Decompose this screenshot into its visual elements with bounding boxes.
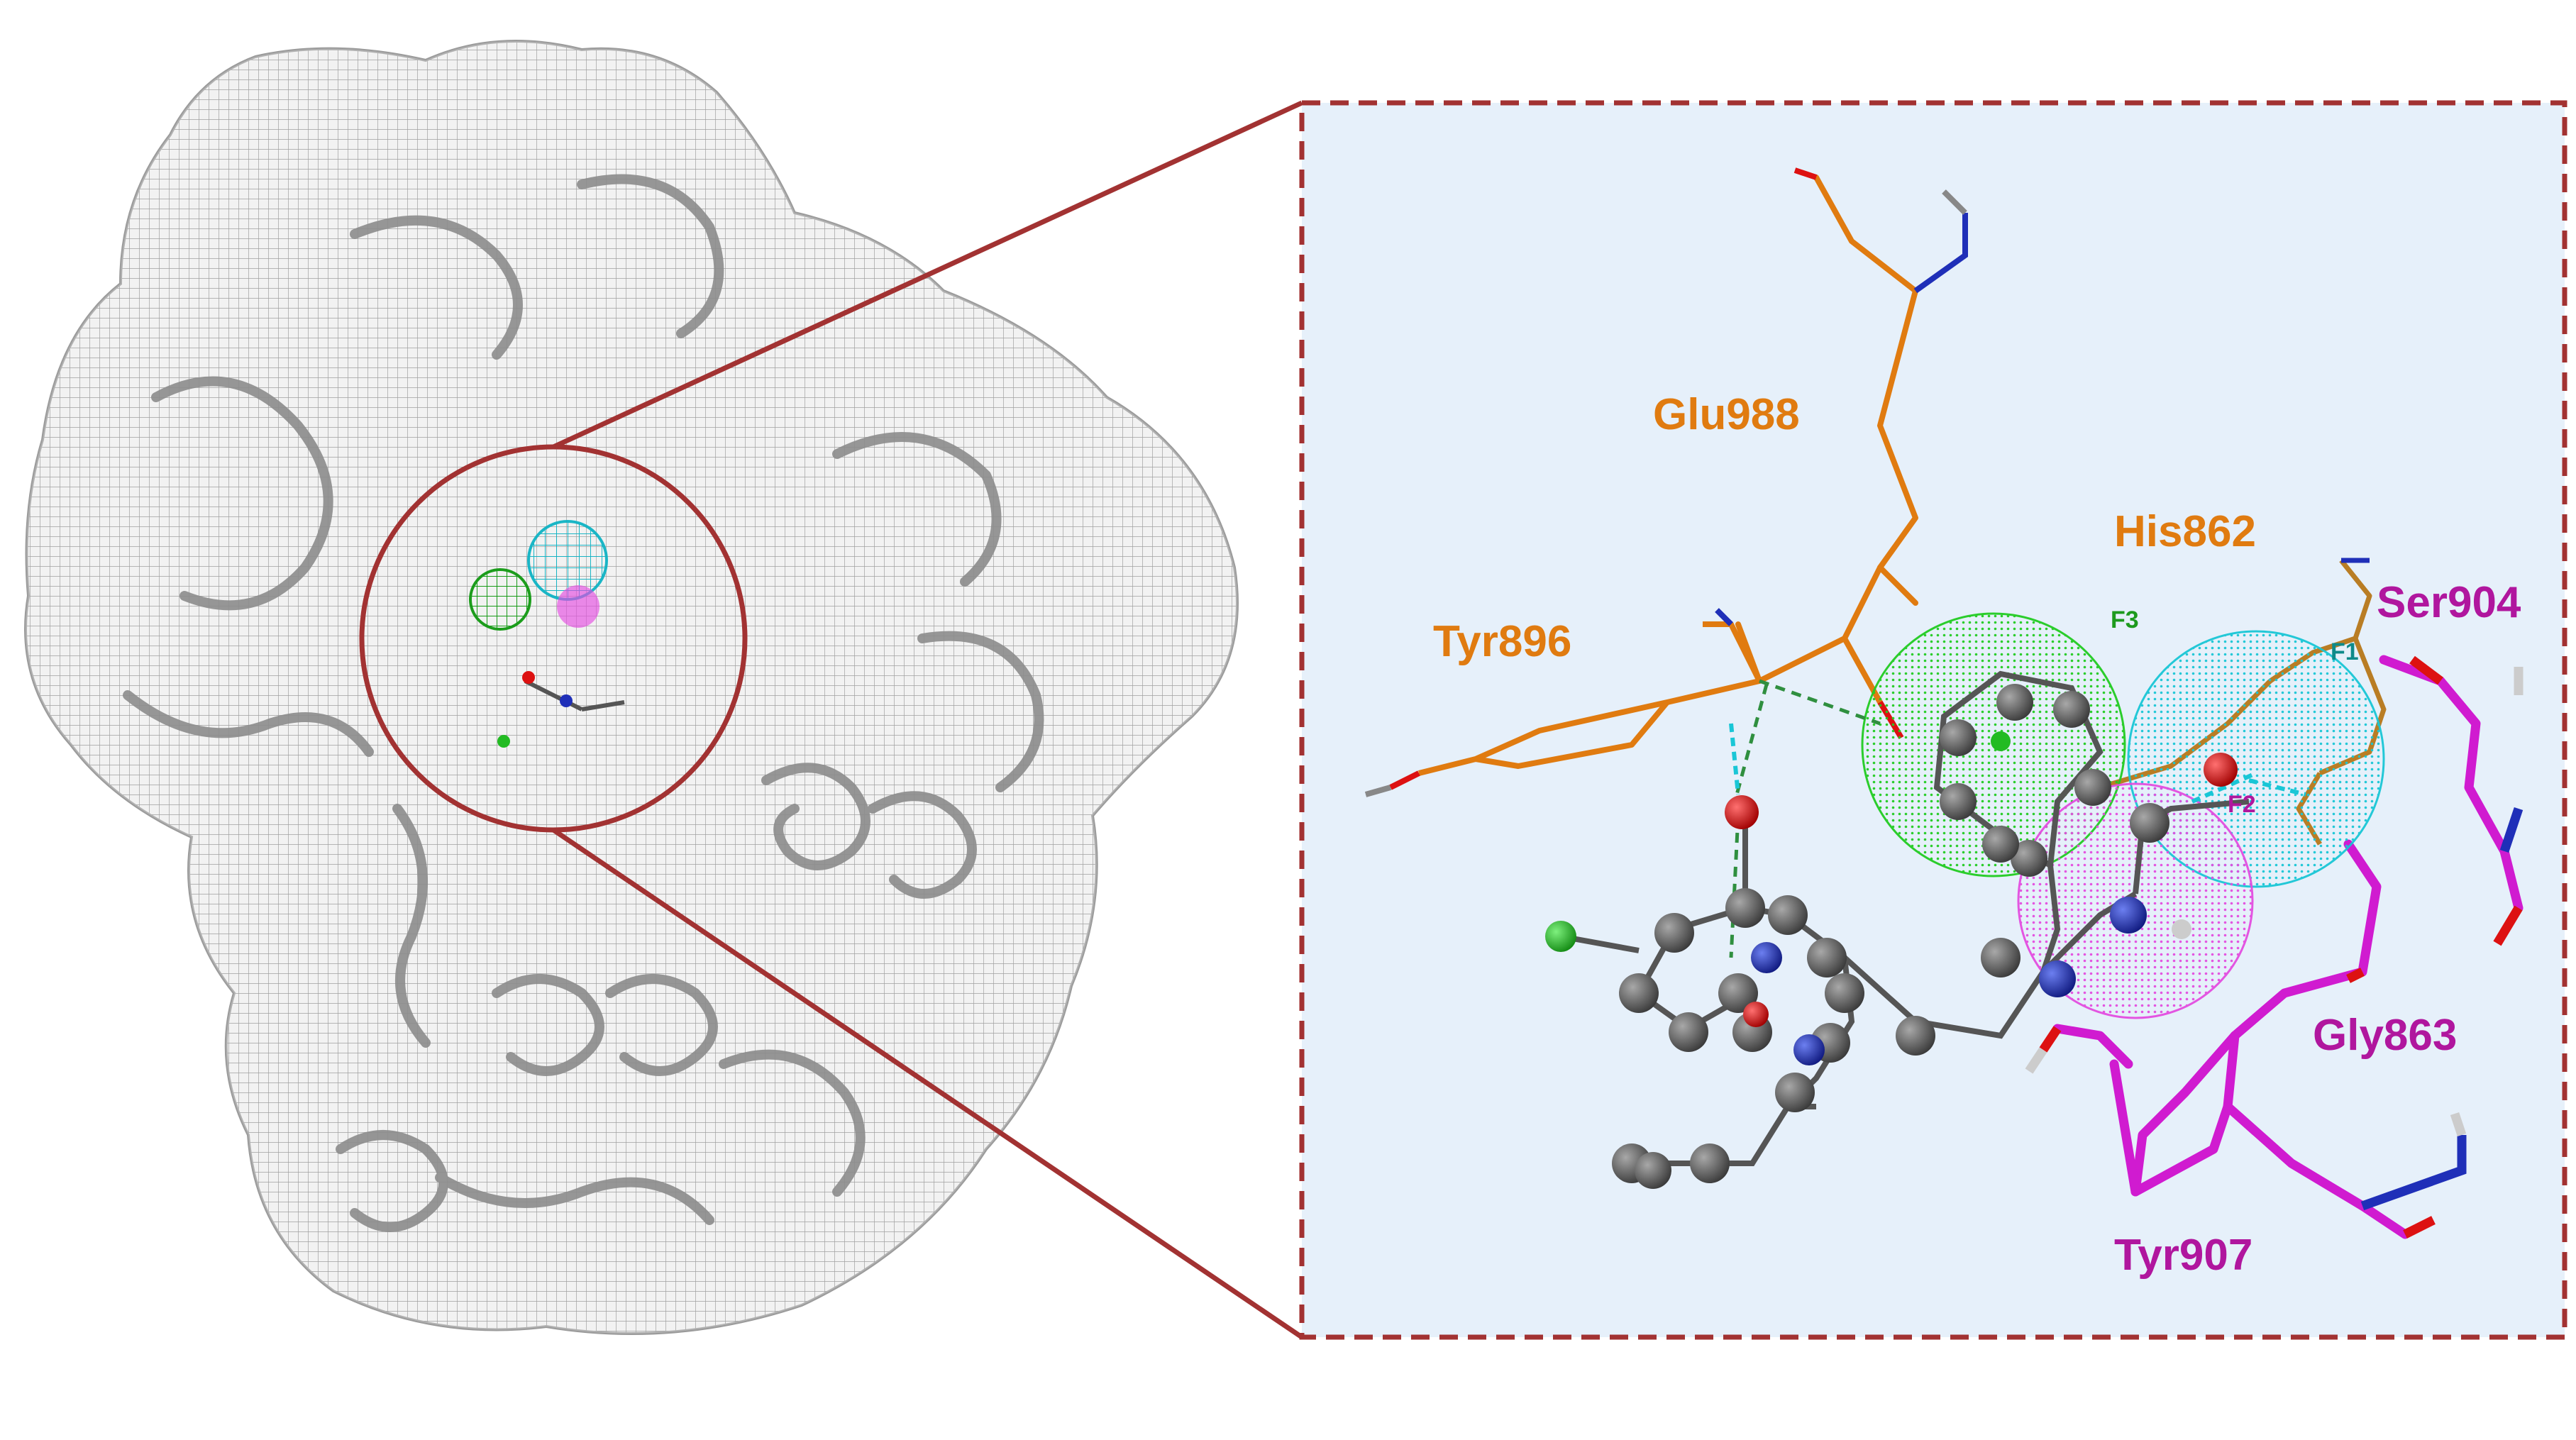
ligand-atoms xyxy=(1545,684,2238,1189)
label-tyr907: Tyr907 xyxy=(2114,1231,2252,1280)
zoom-connector-top xyxy=(552,100,1303,450)
protein-surface-shade xyxy=(26,41,1237,1334)
donor-sphere-mini xyxy=(527,520,608,601)
hydrophobic-sphere-mini xyxy=(469,568,531,631)
pharmacophore-features-mini xyxy=(469,520,608,631)
label-gly863: Gly863 xyxy=(2313,1011,2457,1060)
zoom-connector-bottom xyxy=(552,828,1303,1339)
protein-ribbons xyxy=(123,174,1044,1232)
binding-pocket: Glu988 His862 Tyr896 Ser904 Gly863 Tyr90… xyxy=(1364,167,2524,1280)
label-f2: F2 xyxy=(2228,791,2256,818)
hbond-lines xyxy=(1729,679,1881,958)
protein-overview xyxy=(24,40,1239,1335)
label-tyr896: Tyr896 xyxy=(1433,617,1571,666)
label-ser904: Ser904 xyxy=(2377,578,2521,627)
label-glu988: Glu988 xyxy=(1653,390,1800,439)
protein-surface-mesh xyxy=(24,40,1239,1335)
acceptor-sphere-mini xyxy=(557,585,599,628)
label-his862: His862 xyxy=(2114,507,2256,556)
active-site-ligand-mini xyxy=(497,671,625,748)
label-f3: F3 xyxy=(2111,607,2139,633)
label-f1: F1 xyxy=(2331,638,2359,665)
pi-interaction-lines xyxy=(1729,723,2306,804)
